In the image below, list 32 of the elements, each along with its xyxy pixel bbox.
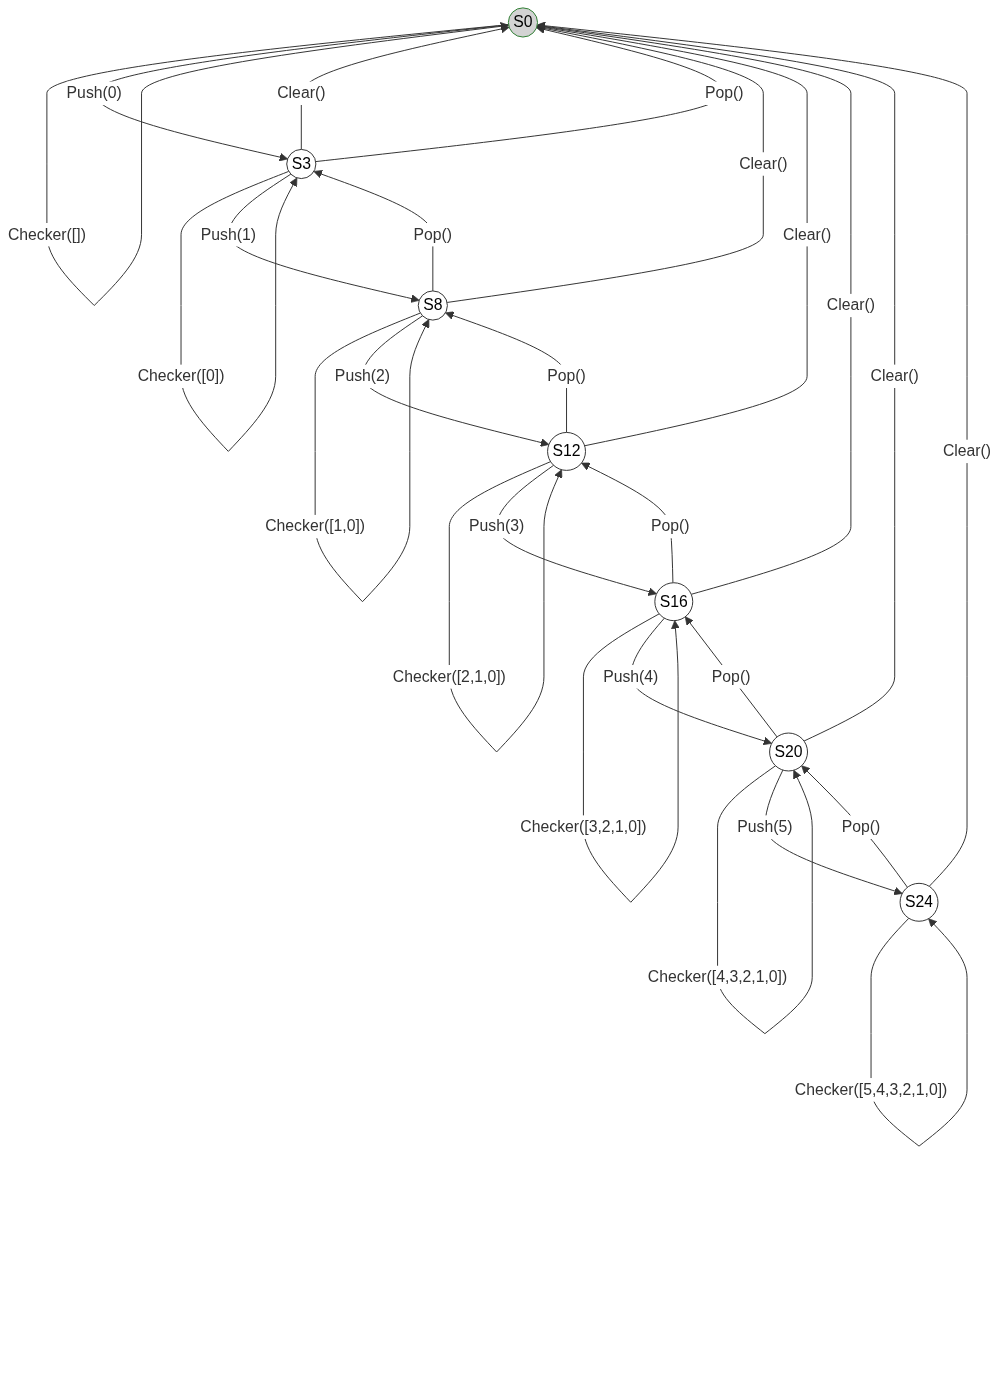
edge-label: Pop() — [711, 667, 751, 685]
edge-label: Clear() — [942, 442, 992, 460]
edge-label: Checker([3,2,1,0]) — [520, 818, 647, 836]
node-circle: S24 — [899, 882, 939, 922]
edge-label: Push(4) — [603, 667, 659, 685]
edge-label: Clear() — [826, 296, 875, 314]
edge-label: Pop() — [651, 517, 690, 535]
edge-label: Checker([0]) — [137, 367, 225, 385]
edge-label: Clear() — [739, 155, 788, 172]
edge-label: Checker([1,0]) — [265, 517, 366, 535]
edge-label: Push(3) — [469, 517, 525, 535]
edge-label: Pop() — [413, 225, 453, 243]
node-circle: S3 — [286, 148, 317, 180]
edge-label: Checker([]) — [7, 225, 86, 243]
edge-label: Pop() — [705, 84, 744, 102]
node-circle: S0 — [507, 7, 538, 38]
edge-label: Push(2) — [334, 367, 391, 385]
node-circle: S8 — [417, 290, 448, 321]
edge-label: Checker([4,3,2,1,0]) — [647, 968, 788, 986]
edge-label: Push(1) — [200, 225, 256, 243]
node-circle: S16 — [654, 582, 694, 622]
edge-label: Pop() — [841, 818, 881, 836]
edge-label: Clear() — [870, 367, 919, 385]
edge-label: Clear() — [277, 84, 326, 102]
edge-label: Pop() — [547, 367, 586, 385]
node-circle: S12 — [547, 431, 586, 471]
edge-label: Checker([2,1,0]) — [392, 667, 506, 685]
edge-label: Push(0) — [66, 84, 122, 102]
edge-label: Checker([5,4,3,2,1,0]) — [794, 1081, 948, 1098]
node-circle: S20 — [769, 732, 808, 772]
edge-label: Push(5) — [737, 818, 793, 836]
edge-label: Clear() — [783, 225, 832, 243]
